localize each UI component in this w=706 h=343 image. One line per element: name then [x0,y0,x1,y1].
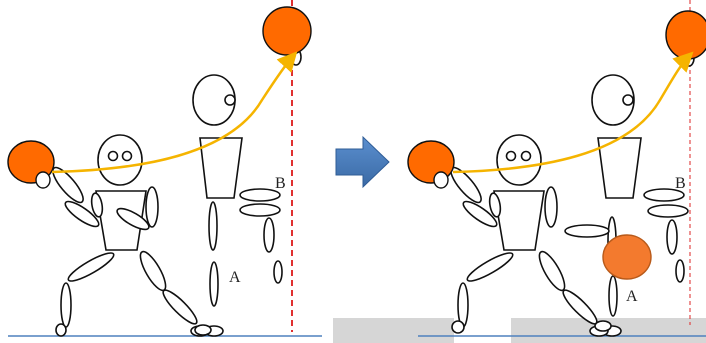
label-player-a-after: A [626,288,638,305]
panel-after: A B [333,0,706,343]
ball-received-after [666,11,706,59]
ball-received [263,7,311,55]
shadow-left [333,318,454,343]
label-player-a: A [229,269,241,286]
hand-ellipse-after [434,172,448,188]
ball-dropped [603,235,651,279]
player-b-figure [191,49,301,336]
panel-before: A B [8,0,322,336]
pass-arrow-after [453,55,690,172]
player-a-figure-after [446,135,611,333]
hand-ellipse [36,172,50,188]
player-b-figure-after [590,50,694,336]
label-player-b-after: B [675,175,686,192]
right-arrow-icon [336,137,389,187]
pass-arrow [52,55,294,172]
label-player-b: B [275,175,286,192]
